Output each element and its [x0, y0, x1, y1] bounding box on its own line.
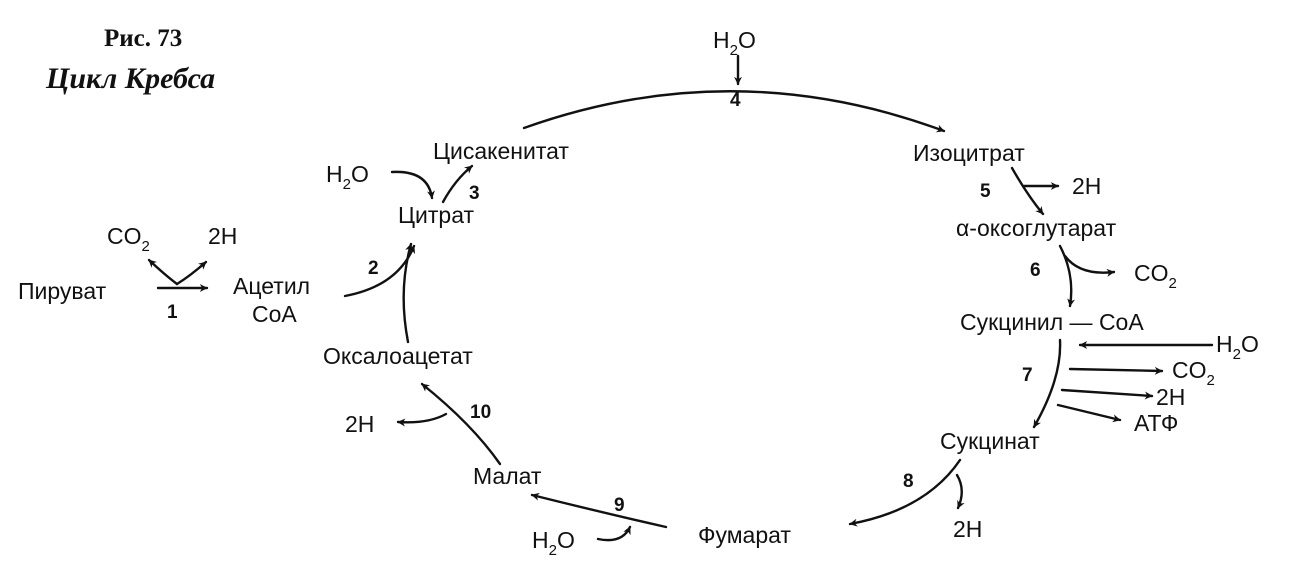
byproduct-2h-step5: 2H: [1072, 173, 1101, 199]
step-5-number: 5: [980, 181, 991, 202]
figure-title: Цикл Кребса: [45, 62, 215, 95]
byproduct-co2-step1: CO2: [107, 223, 150, 255]
step-7-co2-arrow: [1068, 366, 1164, 375]
compound-citrate: Цитрат: [398, 202, 474, 228]
step-9-water-arrow: [596, 525, 632, 542]
compound-cisaconitate: Цисакенитат: [433, 138, 569, 164]
compound-malate: Малат: [473, 463, 542, 489]
step-9-arrow: [530, 492, 668, 529]
step-1-2h-arrow: [175, 260, 208, 286]
compound-coa: CoA: [252, 301, 297, 327]
step-6-arrow: [1058, 244, 1076, 308]
compound-succinyl-coa: Сукцинил — CoA: [960, 309, 1144, 335]
step-8-number: 8: [903, 471, 914, 492]
byproduct-2h-step10: 2H: [345, 411, 374, 437]
water-step3: H2O: [326, 161, 369, 193]
step-7-arrow: [1032, 338, 1062, 429]
step-8-2h-arrow: [955, 473, 965, 510]
byproduct-2h-step8: 2H: [953, 516, 982, 542]
step-6-number: 6: [1030, 260, 1041, 281]
step-10-number: 10: [470, 402, 491, 423]
water-step9: H2O: [532, 527, 575, 559]
byproduct-2h-step1: 2H: [208, 223, 237, 249]
step-1-number: 1: [167, 302, 178, 323]
byproduct-atp: АТФ: [1134, 410, 1178, 436]
compound-oxaloacetate: Оксалоацетат: [323, 343, 473, 369]
step-5-arrow: [1010, 166, 1045, 216]
step-3-water-arrow: [390, 170, 435, 200]
step-4-number: 4: [730, 90, 741, 111]
step-7-2h-arrow: [1060, 388, 1154, 400]
water-step7: H2O: [1216, 331, 1259, 363]
cycle-closing-arrow: [402, 242, 413, 344]
compound-acetyl: Ацетил: [233, 273, 310, 299]
byproduct-co2-step6: CO2: [1134, 260, 1177, 292]
byproduct-2h-step7: 2H: [1156, 384, 1185, 410]
step-6-co2-arrow: [1063, 254, 1116, 277]
compound-isocitrate: Изоцитрат: [913, 140, 1025, 166]
byproduct-co2-step7: CO2: [1172, 357, 1215, 389]
step-9-number: 9: [614, 495, 625, 516]
step-2-number: 2: [368, 258, 379, 279]
step-7-number: 7: [1022, 365, 1033, 386]
water-step4: H2O: [713, 27, 756, 59]
step-3-number: 3: [469, 183, 480, 204]
step-4-arc: [522, 90, 946, 133]
compound-succinate: Сукцинат: [940, 428, 1040, 454]
compound-fumarate: Фумарат: [698, 522, 791, 548]
step-3-arrow: [441, 164, 474, 204]
step-8-arrow: [848, 458, 962, 527]
step-10-arrow: [420, 382, 502, 466]
step-1-co2-arrow: [147, 258, 179, 286]
step-2-arrow: [343, 244, 416, 298]
figure-number: Рис. 73: [104, 25, 182, 52]
compound-alpha-ketoglutarate: α-оксоглутарат: [956, 215, 1117, 241]
step-10-2h-arrow: [396, 412, 448, 427]
compound-pyruvate: Пируват: [18, 278, 107, 304]
step-7-atp-arrow: [1056, 403, 1122, 423]
